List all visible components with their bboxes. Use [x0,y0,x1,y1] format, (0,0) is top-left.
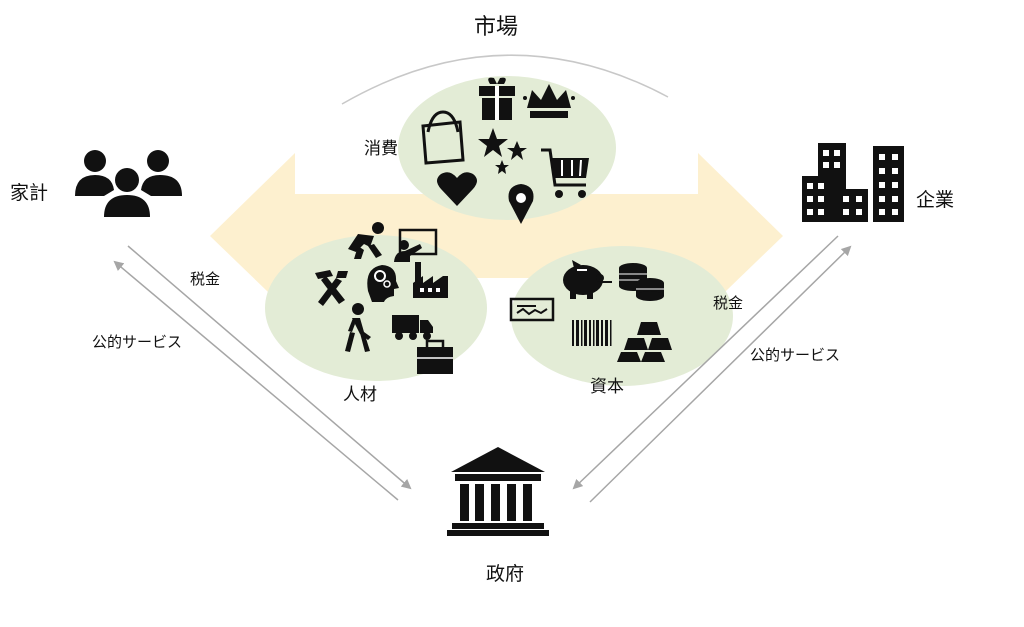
walking-person-icon [345,303,371,352]
teacher-icon [394,228,438,262]
star-icon [478,128,527,174]
household-service-label: 公的サービス [92,333,182,351]
company-tax-label: 税金 [713,294,743,312]
household-tax-label: 税金 [190,270,220,288]
crown-icon [523,84,575,118]
gift-icon [479,77,515,120]
truck-icon [392,315,433,340]
market-arc [341,54,669,105]
worker-icon [348,222,384,259]
check-icon [509,297,555,322]
barcode-icon [572,320,612,346]
company-service-label: 公的サービス [750,346,840,364]
coins-icon [619,263,664,301]
household-label: 家計 [10,182,48,204]
briefcase-icon [417,339,453,374]
office-buildings-icon [802,143,904,222]
people-group-icon [75,150,182,217]
market-title: 市場 [474,15,518,40]
labor-label: 人材 [343,385,377,405]
company-service-arrow [589,245,852,503]
company-label: 企業 [916,189,954,211]
government-building-icon [447,447,549,536]
brain-gears-icon [367,265,399,302]
company-tax-arrow [572,235,839,490]
tools-icon [315,270,348,306]
consumption-label: 消費 [364,139,398,159]
heart-icon [437,172,477,206]
piggy-bank-icon [563,260,612,299]
government-label: 政府 [486,563,524,585]
gold-bars-icon [617,322,672,362]
labor-ellipse [265,235,487,381]
capital-label: 資本 [590,377,624,397]
factory-icon [413,262,448,298]
household-service-arrow [113,260,399,501]
shopping-bag-icon [421,110,465,165]
location-pin-icon [508,184,534,224]
household-tax-arrow [127,245,412,490]
cart-icon [541,148,589,198]
